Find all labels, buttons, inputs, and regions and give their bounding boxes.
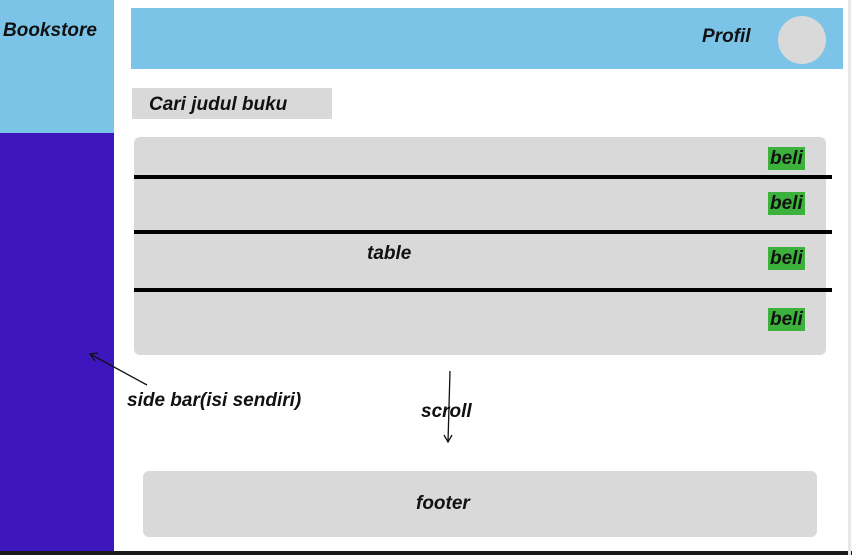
bottom-border	[0, 551, 852, 555]
brand-panel	[0, 0, 114, 133]
sidebar	[0, 133, 114, 552]
footer	[143, 471, 817, 537]
brand-title[interactable]: Bookstore	[3, 20, 97, 41]
right-border	[848, 0, 851, 555]
table-label: table	[367, 243, 412, 264]
book-table	[134, 137, 826, 355]
header-bar	[131, 8, 843, 69]
table-row-divider	[134, 175, 832, 179]
scroll-annotation: scroll	[421, 401, 472, 422]
buy-button[interactable]: beli	[768, 192, 805, 215]
profile-label[interactable]: Profil	[702, 26, 751, 47]
buy-button[interactable]: beli	[768, 247, 805, 270]
buy-button[interactable]: beli	[768, 308, 805, 331]
search-placeholder: Cari judul buku	[149, 94, 288, 115]
table-row-divider	[134, 230, 832, 234]
footer-label: footer	[416, 493, 470, 514]
search-input[interactable]	[132, 88, 332, 119]
avatar[interactable]	[778, 16, 826, 64]
sidebar-annotation: side bar(isi sendiri)	[127, 390, 302, 411]
buy-button[interactable]: beli	[768, 147, 805, 170]
table-row-divider	[134, 288, 832, 292]
